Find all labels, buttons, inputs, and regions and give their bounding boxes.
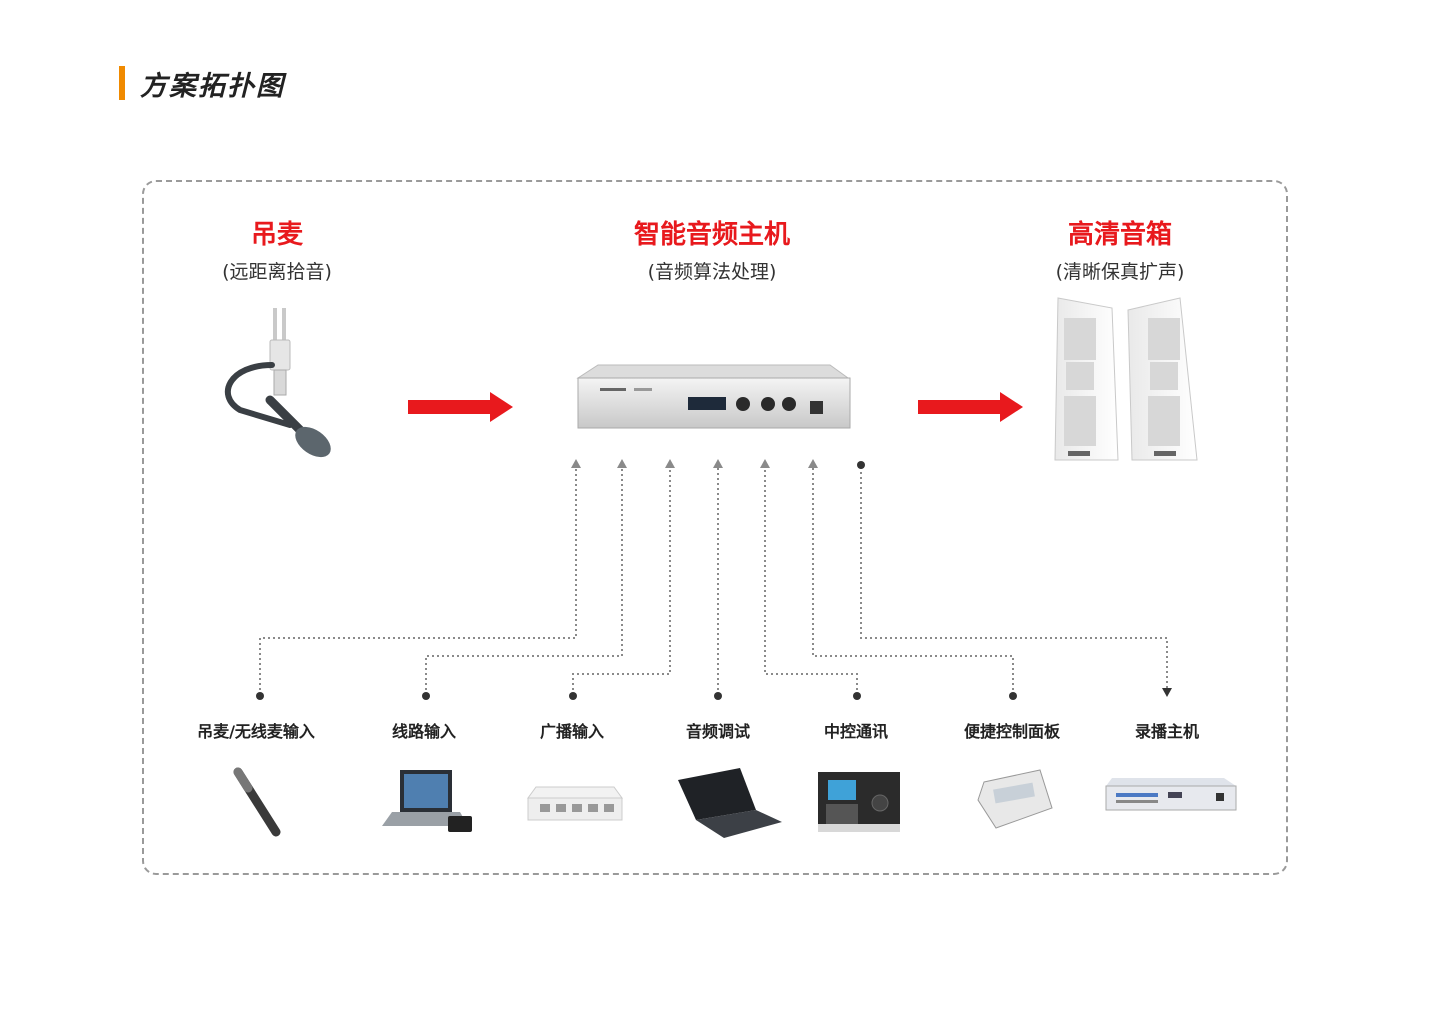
source-label-mic: 吊麦/无线麦输入 [197,722,315,741]
mic-title: 吊麦 [250,220,303,250]
laptop-phone-icon [382,770,472,832]
title-accent-bar [119,66,125,100]
column-speaker-icon [1054,297,1198,461]
handheld-mic-icon [233,767,281,837]
speaker-subtitle: (清晰保真扩声) [1055,261,1185,283]
laptop-icon [678,768,782,838]
control-terminal-icon [818,772,900,832]
hanging-microphone-icon [224,308,331,458]
source-label-panel: 便捷控制面板 [963,722,1060,741]
host-subtitle: (音频算法处理) [647,261,777,283]
control-panel-icon [977,769,1053,829]
arrow-host-to-speaker [918,392,1023,422]
connector-lines [259,465,1168,695]
source-label-debug: 音频调试 [685,722,750,741]
connector-dots [256,461,1017,700]
source-label-recorder: 录播主机 [1134,722,1199,741]
mic-subtitle: (远距离拾音) [222,261,332,283]
audio-host-unit-icon [576,364,851,429]
connector-arrowheads [571,459,1172,697]
source-label-line: 线路输入 [391,722,456,741]
source-label-control: 中控通讯 [823,722,888,741]
speaker-title: 高清音箱 [1067,220,1172,250]
recording-host-icon [1105,778,1237,811]
arrow-mic-to-host [408,392,513,422]
host-title: 智能音频主机 [633,220,790,250]
source-label-broadcast: 广播输入 [539,722,604,741]
page-title: 方案拓扑图 [140,71,285,102]
network-switch-icon [527,786,623,821]
diagram-frame [142,180,1288,875]
